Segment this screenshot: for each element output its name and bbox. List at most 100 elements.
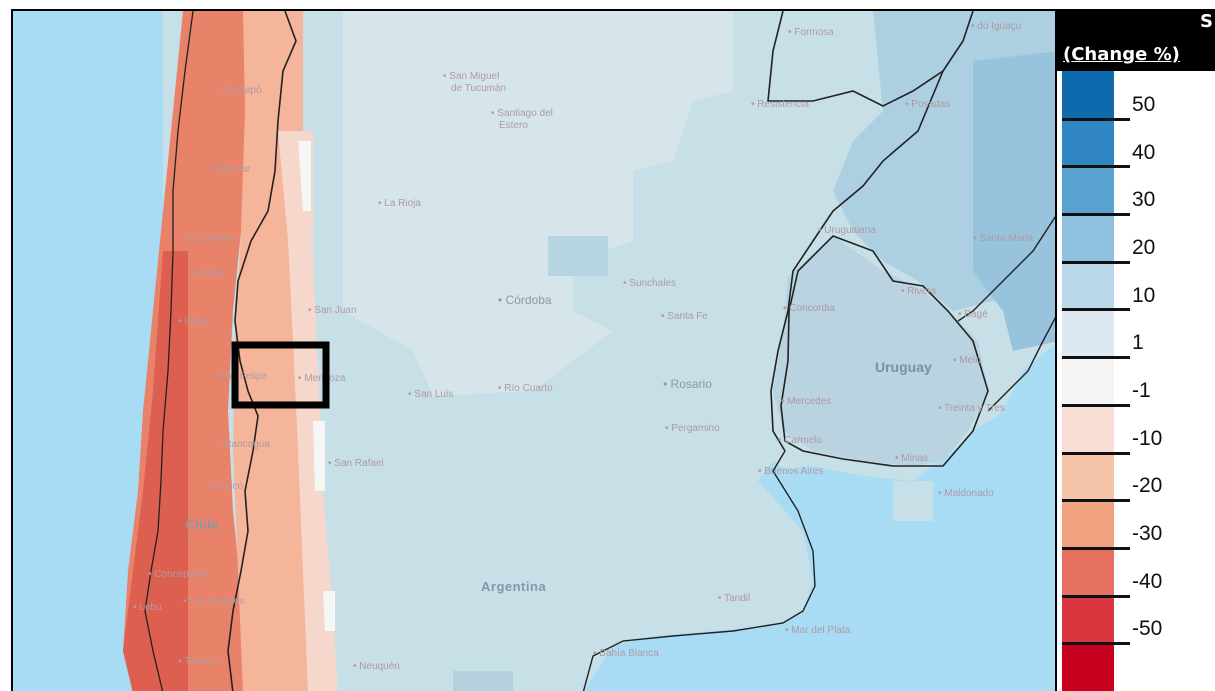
legend-tick (1062, 403, 1130, 407)
place-label: • Carmelo (778, 435, 823, 446)
place-label: • San Luis (408, 389, 453, 400)
place-label: • La Serena (183, 233, 236, 244)
legend-swatch (1062, 166, 1114, 215)
legend-tick-label: 1 (1132, 331, 1144, 355)
place-label: • Copiapó (218, 85, 262, 96)
place-label: • San Rafael (328, 458, 384, 469)
legend-tick (1062, 117, 1130, 121)
legend-colorbar: 50 40 30 20 10 1 -1 -10 -20 -30 -40 -50 (1062, 71, 1162, 691)
place-label: • Mendoza (298, 373, 346, 384)
legend-swatch (1062, 500, 1114, 548)
atlantic-coast-east (987, 317, 1055, 412)
legend-swatch (1062, 261, 1114, 310)
legend-tick-label: 10 (1132, 283, 1156, 307)
place-label: • Minas (895, 453, 928, 464)
place-label: • Mar del Plata (785, 625, 851, 636)
place-label: • Resistencia (751, 99, 809, 110)
place-label: • Rivera (901, 286, 937, 297)
place-label: • Córdoba (498, 293, 552, 307)
place-label: • Maldonado (938, 488, 994, 499)
legend-swatch (1062, 309, 1114, 358)
place-label: • Rosario (663, 377, 712, 391)
uruguay-land (773, 236, 988, 466)
legend-tick (1062, 451, 1130, 455)
legend-swatch (1062, 71, 1114, 119)
legend-swatch (1062, 643, 1114, 691)
legend-title-fragment: S (1200, 11, 1213, 32)
legend-subtitle: (Change %) (1063, 44, 1180, 65)
legend-swatch (1062, 118, 1114, 167)
place-label: • Lebu (133, 602, 162, 613)
legend-tick-label: 50 (1132, 92, 1156, 116)
legend-tick-label: -30 (1132, 522, 1163, 546)
paraguay-border (767, 11, 974, 107)
legend-tick (1062, 356, 1130, 360)
place-label: • Pergamino (665, 423, 720, 434)
place-label: • Illapel (178, 316, 210, 327)
place-label: • Sunchales (623, 278, 676, 289)
place-label: • do Iguaçu (971, 21, 1021, 32)
place-label: Argentina (481, 579, 546, 594)
legend-tick (1062, 165, 1130, 169)
place-label: • Posadas (905, 99, 950, 110)
place-label: • Bagé (958, 309, 988, 320)
legend-tick (1062, 546, 1130, 550)
place-label: • Santa Fe (661, 311, 708, 322)
legend: S (Change %) 50 40 30 20 10 1 -1 -10 -20 -30 -40 -5… (1057, 9, 1215, 691)
parana-river-border (770, 70, 944, 452)
place-label: Chile (185, 517, 219, 532)
place-label: • Rancagua (218, 439, 270, 450)
legend-tick-label: -1 (1132, 379, 1151, 402)
legend-swatch (1062, 595, 1114, 644)
place-label: • Concordia (783, 303, 835, 314)
buenos-aires-coast (582, 450, 816, 691)
legend-tick (1062, 308, 1130, 312)
place-label: • Concepción (148, 569, 207, 580)
place-label: • Temuco (178, 656, 220, 667)
legend-tick (1062, 213, 1130, 217)
legend-tick-label: 30 (1132, 188, 1156, 212)
place-label: • Río Cuarto (498, 383, 553, 394)
chile-coastline (144, 11, 194, 691)
brazil-border (957, 215, 1055, 322)
legend-tick-label: -20 (1132, 474, 1163, 498)
uruguay-border (780, 235, 989, 467)
legend-swatch (1062, 547, 1114, 596)
legend-tick (1062, 499, 1130, 503)
legend-swatch (1062, 404, 1114, 453)
legend-tick-label: -40 (1132, 569, 1163, 593)
place-label: • Mercedes (781, 396, 831, 407)
place-label: • Ovalle (188, 268, 223, 279)
legend-tick-label: -10 (1132, 426, 1163, 450)
study-area-box[interactable] (231, 341, 330, 409)
place-label: • San Felipe (213, 371, 268, 382)
legend-tick-label: -50 (1132, 617, 1163, 641)
place-label: • Santa Maria (973, 233, 1034, 244)
legend-swatch (1062, 214, 1114, 262)
legend-tick-label: 20 (1132, 235, 1156, 259)
place-label: • San Juan (308, 305, 357, 316)
place-label: • La Rioja (378, 198, 421, 209)
place-label: • Curicó (208, 481, 244, 492)
place-label: • Tandil (718, 593, 750, 604)
chile-argentina-border (227, 11, 297, 691)
legend-swatch (1062, 357, 1114, 405)
place-label: • Vallenar (208, 164, 251, 175)
place-label: • Neuquén (353, 661, 400, 672)
place-label: • Formosa (788, 27, 834, 38)
legend-header: S (Change %) (1057, 9, 1215, 71)
legend-swatch (1062, 452, 1114, 501)
legend-tick (1062, 642, 1130, 646)
legend-tick (1062, 594, 1130, 598)
place-label: Uruguay (875, 359, 932, 375)
place-label: • Uruguaiana (818, 225, 876, 236)
place-label: • Melo (953, 355, 981, 366)
place-label: • Buenos Aires (758, 466, 823, 477)
place-label: • Treinta y Tres (938, 403, 1005, 414)
legend-tick (1062, 260, 1130, 264)
legend-tick-label: 40 (1132, 140, 1156, 164)
